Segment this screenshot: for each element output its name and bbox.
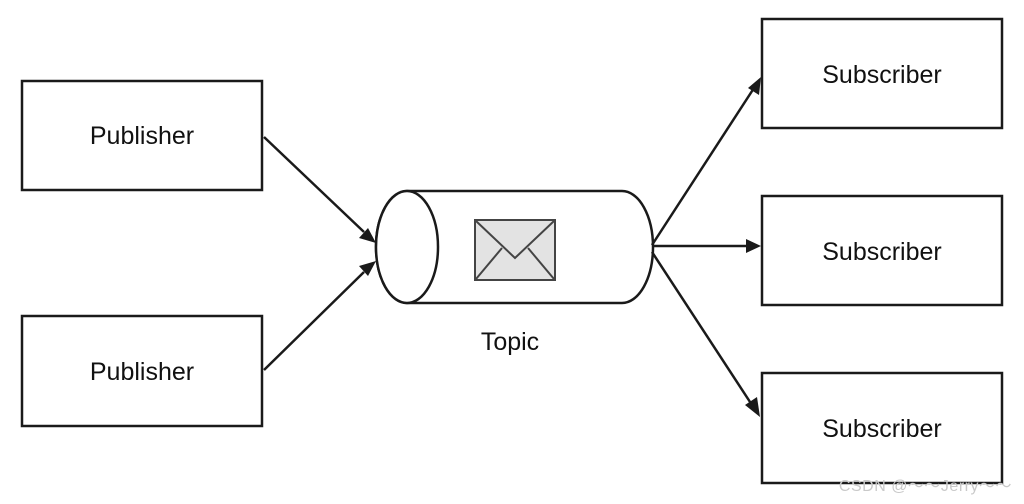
publisher-label-2: Publisher xyxy=(90,358,194,386)
subscriber-node-1: Subscriber xyxy=(760,17,1004,130)
subscriber-node-3: Subscriber xyxy=(760,371,1004,485)
arrow-topic-to-subscriber-1 xyxy=(650,77,761,246)
subscriber-node-2: Subscriber xyxy=(760,194,1004,307)
publisher-label-1: Publisher xyxy=(90,122,194,150)
envelope-icon xyxy=(474,219,556,281)
publisher-node-1: Publisher xyxy=(20,79,264,192)
topic-node: Topic xyxy=(374,189,655,356)
arrow-topic-to-subscriber-3 xyxy=(650,251,760,417)
topic-label: Topic xyxy=(481,328,539,356)
subscriber-label-1: Subscriber xyxy=(822,61,942,89)
subscriber-label-3: Subscriber xyxy=(822,415,942,443)
subscriber-label-2: Subscriber xyxy=(822,238,942,266)
arrow-topic-to-subscriber-2 xyxy=(652,239,761,253)
arrow-publisher-1-to-topic xyxy=(263,136,376,243)
publisher-node-2: Publisher xyxy=(20,314,264,428)
arrow-publisher-2-to-topic xyxy=(263,261,376,371)
csdn-watermark: CSDN @～～Jerry～～ xyxy=(838,478,1012,495)
